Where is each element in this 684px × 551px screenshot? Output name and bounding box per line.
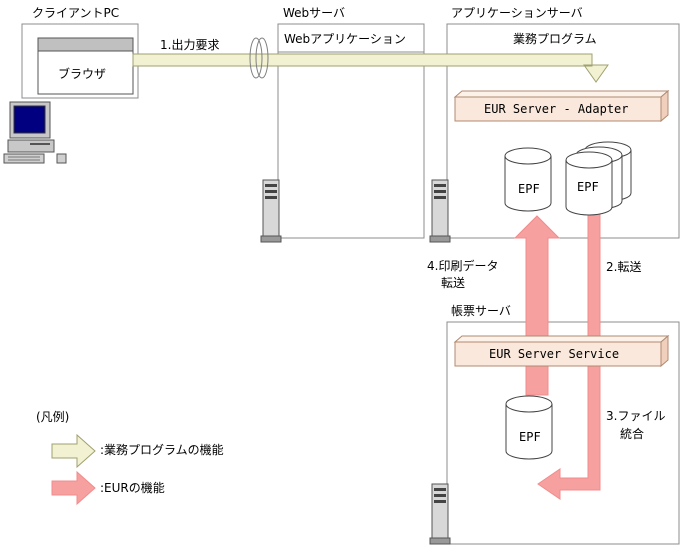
step2-label: 2.転送	[606, 260, 642, 274]
client-pc-icon	[3, 101, 67, 164]
step3-label-line1: 3.ファイル	[606, 409, 666, 423]
legend-program-label: :業務プログラムの機能	[100, 443, 224, 457]
legend-title: (凡例)	[36, 410, 70, 424]
program-arrow-step1	[132, 53, 609, 83]
web-app-label: Webアプリケーション	[284, 32, 406, 46]
adapter-label: EUR Server - Adapter	[484, 102, 629, 116]
epf-label-left: EPF	[518, 182, 540, 196]
legend-program-arrow	[51, 433, 96, 469]
step4-label-line1: 4.印刷データ	[427, 259, 499, 273]
epf-label-form: EPF	[519, 430, 541, 444]
web-server-title: Webサーバ	[283, 6, 346, 20]
service-bar	[453, 334, 670, 368]
browser-label: ブラウザ	[58, 67, 107, 81]
service-label: EUR Server Service	[489, 347, 620, 361]
epf-cylinder-form	[505, 395, 553, 460]
app-server-tower-icon	[429, 179, 451, 243]
step4-label-line2: 転送	[441, 276, 466, 290]
client-pc-title: クライアントPC	[32, 6, 120, 20]
browser-titlebar	[37, 37, 134, 52]
web-server-tower-icon	[260, 179, 282, 243]
step1-label: 1.出力要求	[160, 38, 220, 52]
legend-eur-label: :EURの機能	[100, 481, 165, 495]
form-server-tower-icon	[429, 483, 451, 545]
app-server-title: アプリケーションサーバ	[451, 6, 583, 20]
firewall-ring-1	[249, 37, 263, 79]
firewall-ring-2	[255, 37, 269, 79]
form-server-title: 帳票サーバ	[451, 304, 511, 318]
epf-label-right: EPF	[577, 180, 599, 194]
epf-cylinder-left	[504, 147, 552, 212]
legend-eur-arrow	[51, 470, 96, 506]
adapter-bar	[453, 89, 670, 123]
step3-label-line2: 統合	[620, 427, 645, 441]
business-program-label: 業務プログラム	[513, 32, 597, 46]
epf-cylinder-stack	[565, 141, 632, 216]
